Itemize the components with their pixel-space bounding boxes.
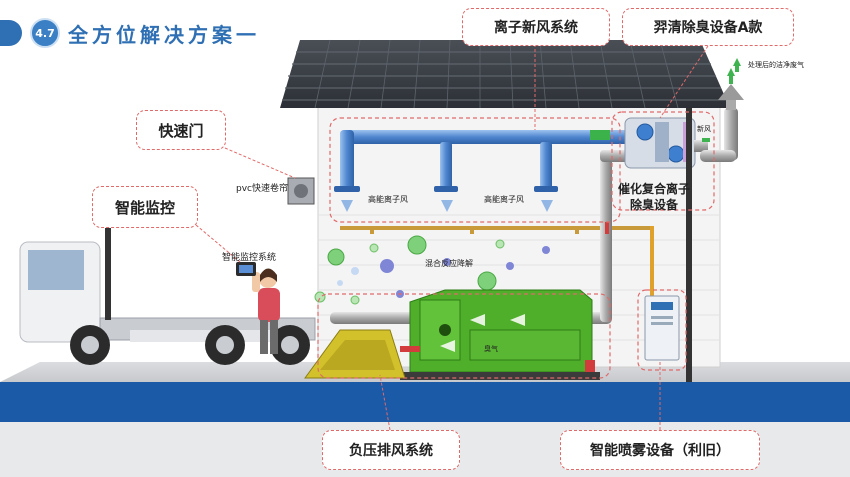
label-exhaust: 新风 xyxy=(697,125,711,133)
roof-tiles-vertical xyxy=(314,39,679,109)
roof xyxy=(280,40,730,108)
green-connector xyxy=(590,130,610,140)
label-foul-gas: 臭气 xyxy=(484,345,498,353)
chimney-pipe xyxy=(724,108,738,160)
callout-smart-spray: 智能喷雾设备（利旧） xyxy=(560,430,760,470)
ion-drop-pipe-1 xyxy=(340,130,354,190)
spray-bar xyxy=(340,226,650,230)
roof-tiles xyxy=(282,51,726,101)
label-mix-reaction: 混合反应降解 xyxy=(425,259,473,268)
label-monitor-system: 智能监控系统 xyxy=(222,253,277,263)
label-catalytic-line1: 催化复合离子 xyxy=(618,182,691,196)
ground-strip xyxy=(0,382,850,422)
fan-icon xyxy=(667,145,685,163)
deodor-frame xyxy=(611,111,715,211)
page-title: 全方位解决方案一 xyxy=(68,22,260,47)
flow-arrows xyxy=(440,314,525,352)
label-high-ion-wind-2: 高能离子风 xyxy=(484,195,524,204)
leader-lines xyxy=(195,44,709,431)
callout-smart-monitor: 智能监控 xyxy=(92,186,198,228)
section-badge: 4.7 xyxy=(30,18,60,48)
exhaust-vertical-pipe xyxy=(600,150,612,322)
ion-system-frame xyxy=(329,117,621,223)
label-catalytic-line2: 除臭设备 xyxy=(630,198,679,212)
operator-person xyxy=(252,268,280,354)
spray-supply-line xyxy=(650,226,654,298)
callout-fast-door: 快速门 xyxy=(136,110,226,150)
header-accent xyxy=(0,20,22,46)
ion-drop-pipe-2 xyxy=(440,142,452,190)
truck-exhaust xyxy=(105,228,111,320)
label-pvc-door: pvc快速卷帘 xyxy=(236,184,288,194)
label-high-ion-wind-1: 高能离子风 xyxy=(368,195,408,204)
label-treated-air: 处理后的洁净废气 xyxy=(748,61,804,69)
callout-ion-fresh-air: 离子新风系统 xyxy=(462,8,610,46)
spray-frame xyxy=(637,289,687,371)
chimney-cap xyxy=(718,84,744,100)
negative-pressure-frame xyxy=(317,293,611,379)
reaction-bubbles xyxy=(314,235,550,305)
building-post xyxy=(686,108,692,382)
fan-icon xyxy=(636,123,654,141)
treated-air-arrows xyxy=(727,58,741,84)
callout-deodor-a: 羿清除臭设备A款 xyxy=(622,8,794,46)
ion-wind-arrows xyxy=(341,200,553,212)
callout-negative-pressure: 负压排风系统 xyxy=(322,430,460,470)
truck-wheels xyxy=(70,325,310,365)
header: 4.7 全方位解决方案一 xyxy=(0,16,290,50)
spray-cabinet xyxy=(644,295,680,361)
ion-main-pipe xyxy=(340,130,640,144)
ion-drop-pipe-3 xyxy=(540,142,552,190)
